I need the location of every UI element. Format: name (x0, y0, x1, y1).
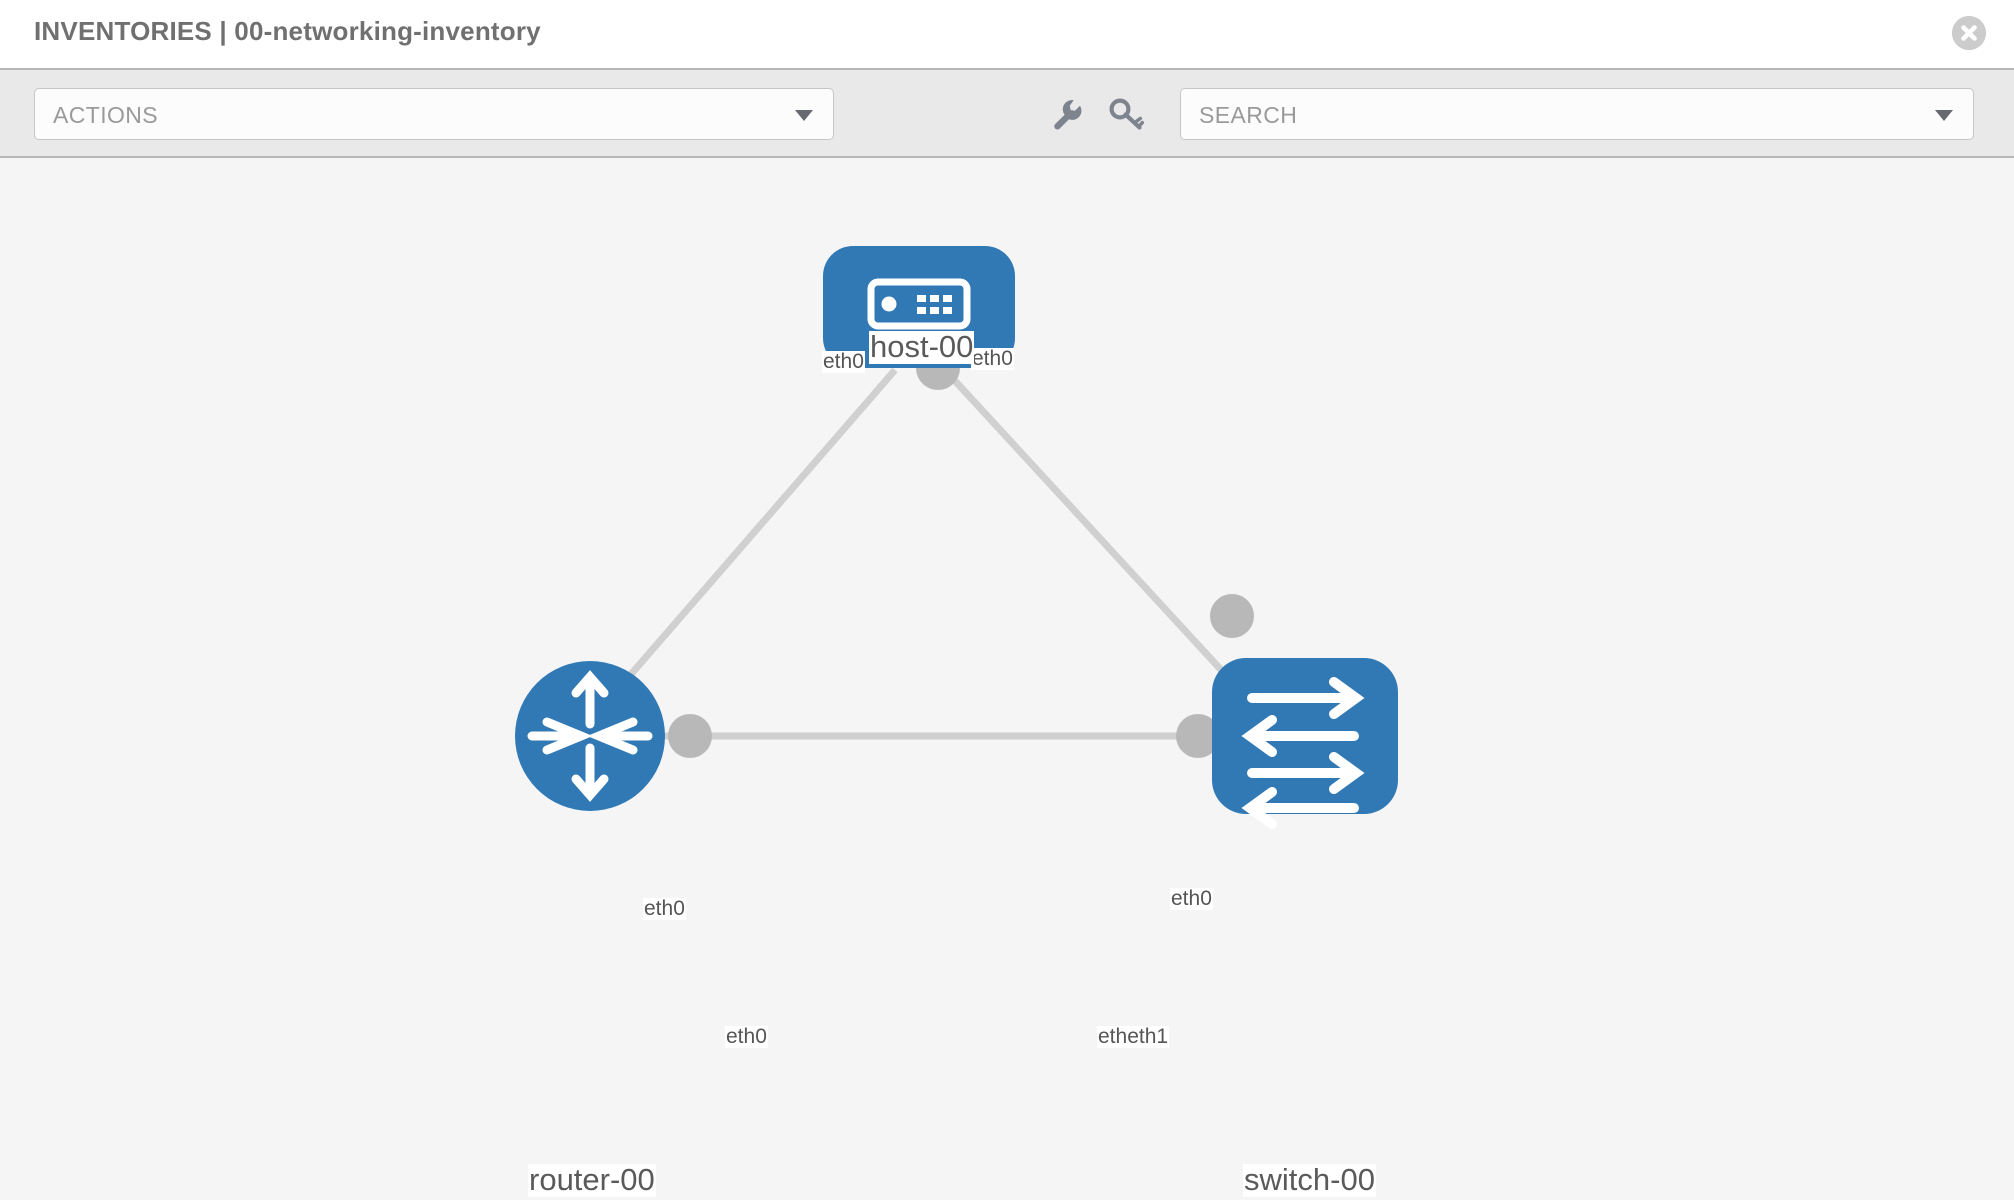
chevron-down-icon (795, 110, 813, 121)
topology-canvas[interactable]: eth0 eth0 host-00 eth0 eth0 eth0 etheth1… (0, 158, 2014, 1200)
page-title: INVENTORIES | 00-networking-inventory (34, 16, 541, 46)
key-icon[interactable] (1108, 96, 1145, 132)
link-host-router[interactable] (597, 367, 898, 713)
topology-graph (515, 246, 1398, 829)
switch-arrows-icon (1241, 677, 1365, 829)
node-label-switch-00: switch-00 (1243, 1162, 1376, 1197)
iface-label-switch-up: eth0 (1170, 887, 1213, 911)
close-icon[interactable] (1952, 16, 1986, 50)
iface-label-switch-left: etheth1 (1097, 1025, 1170, 1049)
topology-connectors (668, 346, 1254, 758)
node-switch-00[interactable] (1212, 658, 1398, 829)
iface-label-host-right: eth0 (971, 347, 1014, 371)
wrench-icon[interactable] (1049, 96, 1085, 132)
topology-links (597, 367, 1261, 740)
search-placeholder-label: SEARCH (1199, 102, 1298, 128)
page-header: INVENTORIES | 00-networking-inventory (0, 0, 2014, 68)
iface-label-host-left: eth0 (822, 350, 865, 374)
router-arrows-icon (527, 670, 653, 802)
search-input[interactable]: SEARCH (1180, 88, 1974, 140)
toolbar: ACTIONS SEARCH (0, 68, 2014, 158)
server-icon (867, 278, 971, 330)
actions-dropdown-label: ACTIONS (53, 102, 159, 128)
connector-switch-top[interactable] (1210, 594, 1254, 638)
chevron-down-icon (1935, 110, 1953, 121)
iface-label-router-right: eth0 (725, 1025, 768, 1049)
iface-label-router-up: eth0 (643, 897, 686, 921)
connector-router-right[interactable] (668, 714, 712, 758)
actions-dropdown[interactable]: ACTIONS (34, 88, 834, 140)
link-host-switch[interactable] (942, 367, 1261, 713)
node-label-router-00: router-00 (528, 1162, 656, 1197)
node-router-00[interactable] (515, 661, 665, 811)
connector-switch-left[interactable] (1176, 714, 1220, 758)
node-label-host-00: host-00 (869, 329, 975, 364)
